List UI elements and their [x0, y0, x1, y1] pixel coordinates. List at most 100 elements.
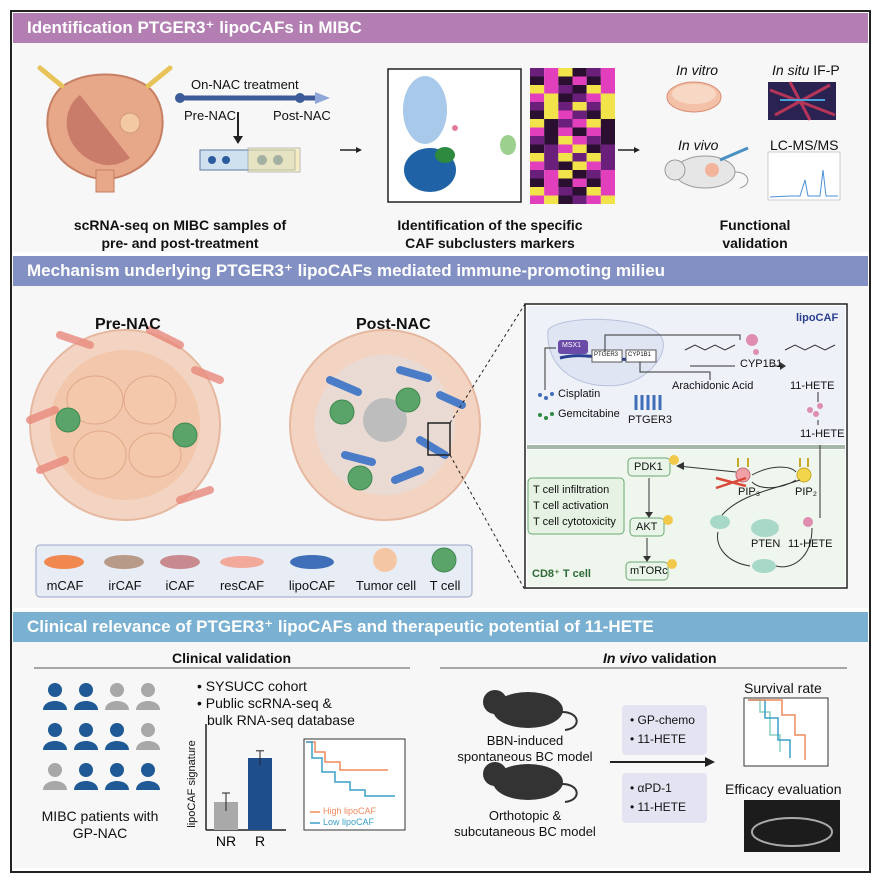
msx1-label: MSX1	[562, 342, 582, 349]
model1-line1: BBN-induced	[486, 733, 564, 748]
section3-title: Clinical relevance of PTGER3⁺ lipoCAFs a…	[13, 612, 868, 642]
person-icon	[43, 683, 67, 710]
caption-scrna-line2: pre- and post-treatment	[101, 235, 259, 251]
gemcitabine-label: Gemcitabine	[558, 408, 620, 420]
patient-icons	[43, 683, 160, 790]
black-mouse-icon-1	[483, 690, 578, 731]
treatment1-list: • GP-chemo • 11-HETE	[630, 711, 695, 749]
pdk1-label: PDK1	[634, 461, 663, 473]
in-situ-italic: In situ	[772, 62, 810, 78]
bullet-bulk: bulk RNA-seq database	[197, 712, 355, 729]
bar-ylabel: lipoCAF signature	[186, 740, 198, 828]
model2-line2: subcutaneous BC model	[454, 824, 596, 839]
mtorc-label: mTORc	[630, 565, 668, 577]
legend-ircaf: irCAF	[108, 578, 142, 593]
post-nac-tumor	[289, 329, 481, 521]
post-nac-label: Post-NAC	[273, 108, 331, 123]
pre-nac-tumor	[26, 326, 224, 521]
section1-title: Identification PTGER3⁺ lipoCAFs in MIBC	[13, 13, 868, 43]
arachidonic-acid-label: Arachidonic Acid	[672, 380, 754, 392]
km-low-line	[306, 741, 395, 797]
bullet-sysucc-text: SYSUCC cohort	[205, 678, 307, 694]
section2-title: Mechanism underlying PTGER3⁺ lipoCAFs me…	[13, 256, 868, 286]
caption-identification: Identification of the specific CAF subcl…	[370, 216, 610, 252]
in-vitro-label: In vitro	[676, 62, 719, 78]
treatment1-item1: • GP-chemo	[630, 713, 695, 727]
treatment1-item2-text: 11-HETE	[637, 732, 687, 746]
in-vivo-validation-title: In vivo validation	[603, 650, 717, 666]
person-icon	[105, 723, 129, 750]
t-effect-activation: T cell activation	[533, 500, 609, 512]
model2-line1: Orthotopic &	[488, 808, 562, 823]
caption-identification-line2: CAF subclusters markers	[405, 235, 575, 251]
legend-icaf: iCAF	[165, 578, 195, 593]
in-vivo-validation-italic: In vivo	[603, 650, 648, 666]
person-icon	[74, 763, 98, 790]
model1-caption: BBN-induced spontaneous BC model	[440, 733, 610, 765]
clinical-bullets: • SYSUCC cohort • Public scRNA-seq & bul…	[197, 678, 355, 729]
person-icon	[105, 763, 129, 790]
person-icon	[105, 683, 129, 710]
survival-rate-label: Survival rate	[744, 680, 822, 696]
person-icon	[74, 683, 98, 710]
section3-panel	[13, 642, 868, 868]
in-vivo-label: In vivo	[678, 137, 719, 153]
cisplatin-label: Cisplatin	[558, 388, 601, 400]
mouse-icon	[664, 146, 749, 189]
post-nac-title: Post-NAC	[356, 316, 431, 333]
km-legend-low: Low lipoCAF	[323, 817, 375, 827]
legend-mcaf: mCAF	[46, 578, 84, 593]
cd8-label: CD8⁺ T cell	[532, 568, 591, 580]
ptger3-receptor-label: PTGER3	[628, 414, 673, 426]
caption-scrna-line1: scRNA-seq on MIBC samples of	[73, 217, 287, 233]
pre-nac-label: Pre-NAC	[184, 108, 237, 123]
t-effect-infiltration: T cell infiltration	[533, 484, 610, 496]
patients-caption-line1: MIBC patients with	[41, 808, 159, 824]
bullet-public: • Public scRNA-seq &	[197, 695, 332, 711]
t-cell-effects: T cell infiltration T cell activation T …	[533, 482, 616, 530]
lipocaf-label: lipoCAF	[796, 312, 839, 324]
hete-top-label: 11-HETE	[790, 380, 835, 392]
legend-tumor-cell: Tumor cell	[355, 578, 417, 593]
survival-plot	[743, 697, 829, 767]
bullet-public-text: Public scRNA-seq &	[205, 695, 332, 711]
bladder-icon	[37, 65, 173, 193]
efficacy-label: Efficacy evaluation	[725, 781, 842, 797]
km-plot	[303, 738, 406, 831]
pten-label: PTEN	[751, 538, 781, 550]
bullet-bulk-text: bulk RNA-seq database	[207, 712, 355, 728]
person-icon	[136, 683, 160, 710]
treatment1-item2: • 11-HETE	[630, 732, 687, 746]
treatment2-item2: • 11-HETE	[630, 800, 687, 814]
caption-functional-line2: validation	[722, 235, 788, 251]
in-situ-label: In situ IF-P	[772, 62, 840, 78]
hete-mid-label: 11-HETE	[800, 428, 845, 440]
pip2-label: PIP₂	[795, 486, 817, 498]
ptger3-gene-label: PTGER3	[594, 352, 619, 358]
treatment-label: On-NAC treatment	[191, 77, 299, 92]
person-icon	[43, 763, 67, 790]
treatment2-item1: • αPD-1	[630, 781, 672, 795]
person-icon	[43, 723, 67, 750]
pip3-label: PIP₃	[738, 486, 761, 498]
microfluidic-icon	[199, 147, 301, 173]
patients-caption: MIBC patients with GP-NAC	[30, 808, 170, 842]
in-situ-rest: IF-P	[809, 62, 840, 78]
pre-nac-title: Pre-NAC	[95, 316, 161, 333]
treatment2-item1-text: αPD-1	[637, 781, 672, 795]
person-icon	[136, 763, 160, 790]
cyp1b1-gene-label: CYP1B1	[628, 352, 652, 358]
caption-scrna: scRNA-seq on MIBC samples of pre- and po…	[60, 216, 300, 252]
legend-rescaf: resCAF	[219, 578, 265, 593]
black-mouse-icon-2	[483, 762, 578, 803]
bar-r	[248, 758, 272, 830]
clinical-validation-title: Clinical validation	[172, 650, 292, 666]
in-vivo-validation-rest: validation	[647, 650, 717, 666]
treatment2-item2-text: 11-HETE	[637, 800, 687, 814]
bar-tick-label: R	[255, 833, 265, 849]
treatment-box-1	[622, 705, 707, 755]
lipocaf-bar-chart: NR R	[205, 724, 286, 849]
bar-tick-label: NR	[216, 833, 236, 849]
